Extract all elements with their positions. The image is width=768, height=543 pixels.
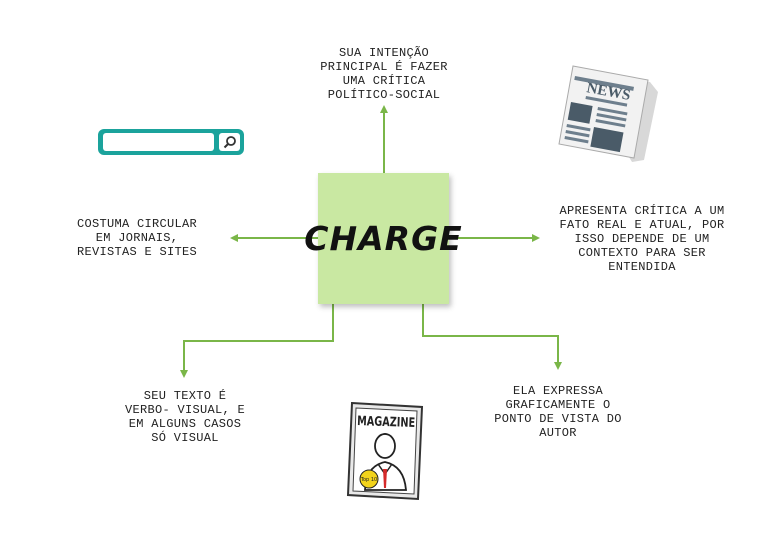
- search-bar-illustration: [98, 129, 244, 155]
- magazine-icon: MAGAZINE Top 10: [346, 401, 424, 501]
- note-bottom-left: SEU TEXTO É VERBO- VISUAL, E EM ALGUNS C…: [124, 389, 246, 445]
- center-node-label: CHARGE: [304, 219, 463, 258]
- center-node: CHARGE: [304, 173, 462, 304]
- search-icon: [223, 136, 236, 149]
- arrow-to-bottom-right-note: [422, 304, 562, 370]
- note-left: COSTUMA CIRCULAR EM JORNAIS, REVISTAS E …: [76, 217, 198, 259]
- note-top: SUA INTENÇÃO PRINCIPAL É FAZER UMA CRÍTI…: [320, 46, 448, 102]
- magazine-badge: Top 10: [360, 477, 377, 483]
- note-right: APRESENTA CRÍTICA A UM FATO REAL E ATUAL…: [559, 204, 725, 274]
- note-bottom-right: ELA EXPRESSA GRAFICAMENTE O PONTO DE VIS…: [494, 384, 622, 440]
- arrow-to-bottom-left-note: [180, 304, 334, 378]
- newspaper-icon: NEWS: [558, 65, 658, 162]
- magazine-title: MAGAZINE: [357, 414, 415, 431]
